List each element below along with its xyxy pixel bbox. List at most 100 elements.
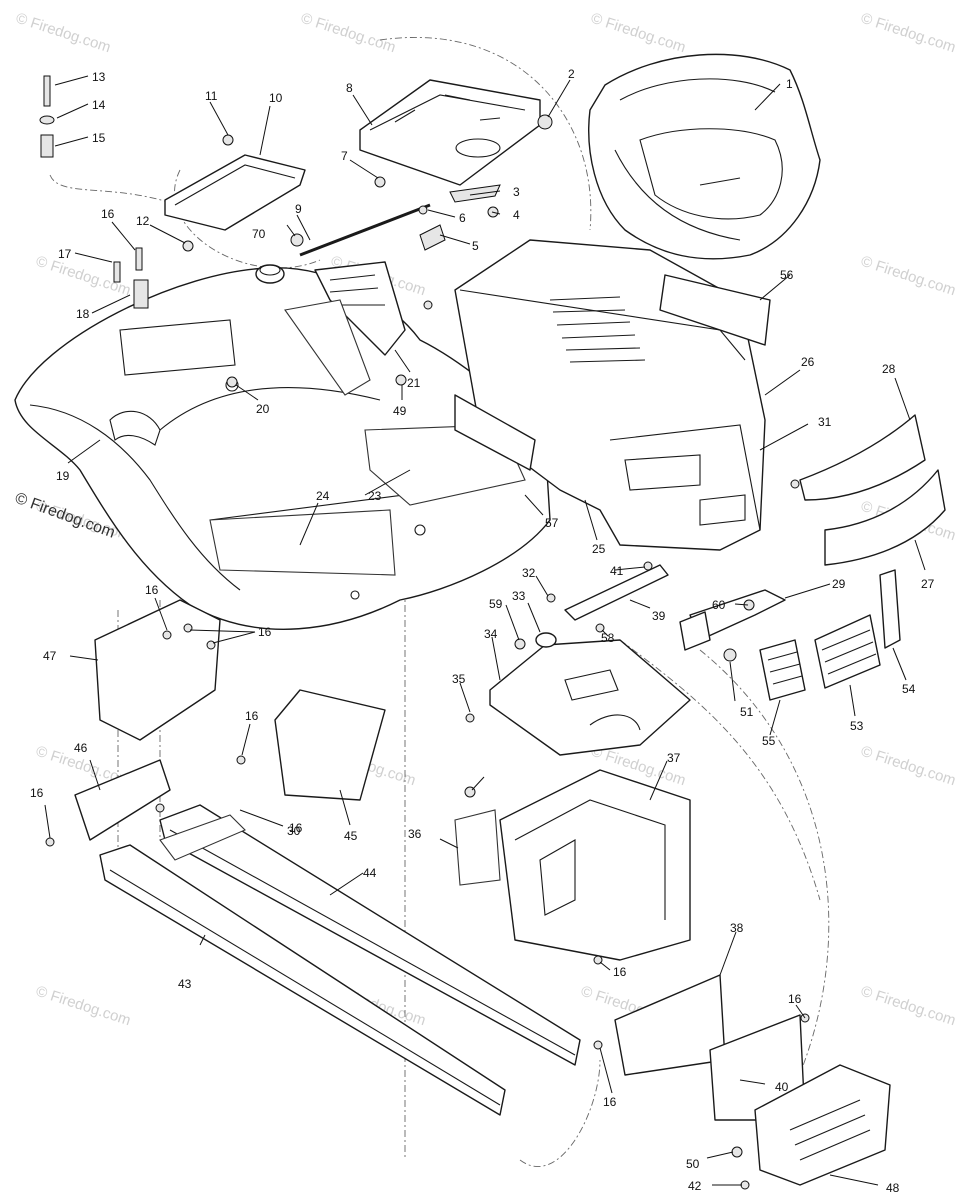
callout-7: 7 <box>341 149 348 163</box>
callout-20: 20 <box>256 402 270 416</box>
watermark-text: © Firedog.com <box>589 10 688 57</box>
hood-side-grille-56 <box>659 274 771 346</box>
callout-10: 10 <box>269 91 283 105</box>
callout-31: 31 <box>818 415 832 429</box>
seat-plate <box>359 79 541 186</box>
callout-16: 16 <box>603 1095 617 1109</box>
mount-plate-38 <box>614 974 726 1076</box>
callout-labels: 1234567891011121314151617181920212324252… <box>30 67 935 1195</box>
light-housing <box>679 611 711 651</box>
seat-bracket <box>164 154 306 231</box>
callout-49: 49 <box>393 404 407 418</box>
callout-45: 45 <box>344 829 358 843</box>
callout-58: 58 <box>601 631 615 645</box>
callout-19: 19 <box>56 469 70 483</box>
callout-23: 23 <box>368 489 382 503</box>
fuel-cap <box>255 264 285 284</box>
callout-57: 57 <box>545 516 559 530</box>
callout-27: 27 <box>921 577 935 591</box>
watermark-text: © Firedog.com <box>859 10 958 57</box>
callout-28: 28 <box>882 362 896 376</box>
fender-arm-rest <box>284 261 406 396</box>
callout-35: 35 <box>452 672 466 686</box>
callout-16: 16 <box>788 992 802 1006</box>
callout-16: 16 <box>289 821 303 835</box>
seat <box>588 53 821 260</box>
callout-50: 50 <box>686 1157 700 1171</box>
hardware <box>39 75 810 1190</box>
ignition-bezel <box>535 632 557 648</box>
watermark-text: © Firedog.com <box>859 253 958 300</box>
frame-rail-44 <box>159 804 581 1066</box>
callout-2: 2 <box>568 67 575 81</box>
side-grille-54 <box>879 569 901 649</box>
callout-54: 54 <box>902 682 916 696</box>
callout-4: 4 <box>513 208 520 222</box>
callout-38: 38 <box>730 921 744 935</box>
headlight-right <box>814 614 881 689</box>
callout-41: 41 <box>610 564 624 578</box>
watermark-text: © Firedog.com <box>859 983 958 1030</box>
callout-37: 37 <box>667 751 681 765</box>
callout-21: 21 <box>407 376 421 390</box>
guard-47 <box>94 599 221 741</box>
callout-43: 43 <box>178 977 192 991</box>
watermark-text: © Firedog.com <box>14 10 113 57</box>
callout-18: 18 <box>76 307 90 321</box>
callout-25: 25 <box>592 542 606 556</box>
floor-mat-24 <box>209 509 396 576</box>
callout-13: 13 <box>92 70 106 84</box>
bracket-46 <box>74 759 171 841</box>
callout-26: 26 <box>801 355 815 369</box>
callout-6: 6 <box>459 211 466 225</box>
seat-rod <box>299 203 431 257</box>
callout-16: 16 <box>258 625 272 639</box>
callout-17: 17 <box>58 247 72 261</box>
callout-29: 29 <box>832 577 846 591</box>
front-bumper <box>824 469 946 566</box>
bumper-bracket <box>799 414 926 501</box>
callout-16: 16 <box>30 786 44 800</box>
panel-36 <box>454 809 501 886</box>
callout-56: 56 <box>780 268 794 282</box>
cross-member-30 <box>159 814 246 861</box>
callout-3: 3 <box>513 185 520 199</box>
pto-guard-48 <box>754 1064 891 1186</box>
callout-8: 8 <box>346 81 353 95</box>
headlight-left <box>759 639 806 701</box>
callout-55: 55 <box>762 734 776 748</box>
callout-12: 12 <box>136 214 150 228</box>
callout-16: 16 <box>245 709 259 723</box>
hood-strap <box>564 564 669 621</box>
callout-33: 33 <box>512 589 526 603</box>
callout-44: 44 <box>363 866 377 880</box>
callout-16: 16 <box>101 207 115 221</box>
callout-36: 36 <box>408 827 422 841</box>
hood-vent-slots <box>549 296 646 363</box>
callout-34: 34 <box>484 627 498 641</box>
callout-9: 9 <box>295 202 302 216</box>
callout-51: 51 <box>740 705 754 719</box>
frame-rail-43 <box>99 844 506 1116</box>
callout-32: 32 <box>522 566 536 580</box>
callout-47: 47 <box>43 649 57 663</box>
callout-60: 60 <box>712 598 726 612</box>
callout-5: 5 <box>472 239 479 253</box>
callout-15: 15 <box>92 131 106 145</box>
fender <box>14 267 551 630</box>
callout-70: 70 <box>252 227 266 241</box>
callout-48: 48 <box>886 1181 900 1195</box>
dash-panel <box>489 639 691 756</box>
callout-59: 59 <box>489 597 503 611</box>
hood-side-grille-57 <box>454 394 536 471</box>
bumper-bolt <box>790 479 800 489</box>
callout-30: 30 <box>287 824 301 838</box>
callout-46: 46 <box>74 741 88 755</box>
leader-lines <box>44 75 926 1186</box>
callout-40: 40 <box>775 1080 789 1094</box>
callout-53: 53 <box>850 719 864 733</box>
callout-11: 11 <box>205 89 218 103</box>
callout-16: 16 <box>613 965 627 979</box>
